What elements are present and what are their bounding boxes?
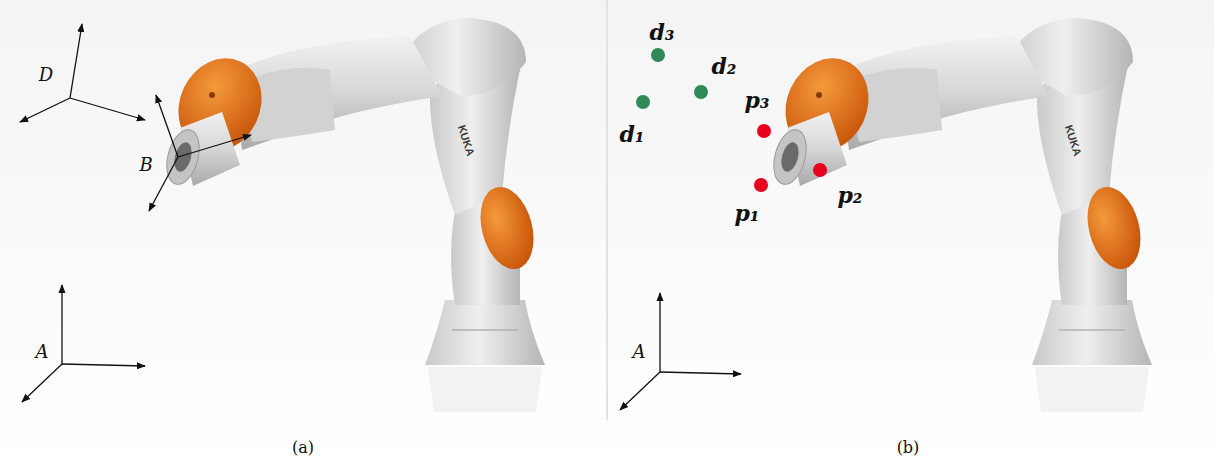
frame-b [149, 95, 251, 211]
point-label: d₁ [619, 123, 644, 145]
frame-a [22, 285, 145, 402]
frame-label: A [36, 343, 49, 361]
panel-divider [606, 0, 608, 420]
panel-label: (a) [292, 440, 314, 456]
body-points [754, 124, 827, 192]
point-label: d₃ [649, 21, 674, 43]
frame-label: D [39, 66, 53, 84]
point-label: p₁ [734, 202, 759, 224]
frame-label: B [139, 156, 152, 174]
frame-label: A [633, 343, 646, 361]
point-label: p₂ [837, 184, 862, 206]
panel-label: (b) [897, 440, 920, 456]
point-label: d₂ [711, 55, 736, 77]
desired-points [636, 48, 708, 109]
frame-a [620, 293, 741, 410]
point-label: p₃ [744, 89, 769, 111]
frame-d [20, 24, 145, 122]
robot-arm [161, 18, 545, 412]
robot-arm [768, 18, 1152, 412]
